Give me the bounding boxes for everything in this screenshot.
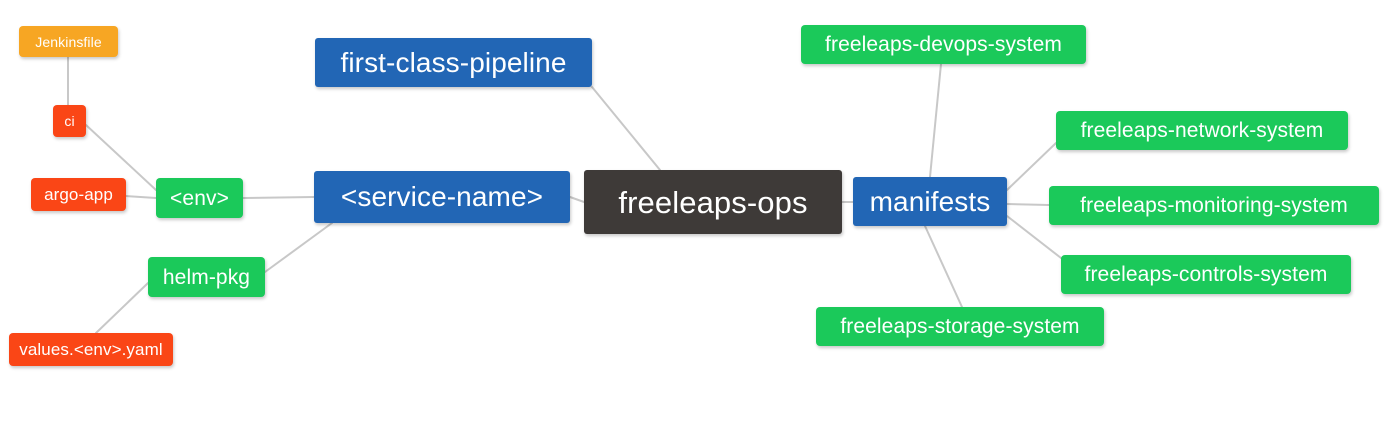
- node-label: freeleaps-storage-system: [840, 315, 1080, 338]
- node-manifests[interactable]: manifests: [853, 177, 1007, 226]
- node-label: values.<env>.yaml: [19, 340, 163, 359]
- node-ci[interactable]: ci: [53, 105, 86, 137]
- node-freeleaps-ops[interactable]: freeleaps-ops: [584, 170, 842, 234]
- node-label: freeleaps-controls-system: [1084, 263, 1328, 286]
- edge-service-name-env: [242, 196, 315, 199]
- node-label: first-class-pipeline: [340, 46, 567, 78]
- edge-helm-pkg-values: [95, 282, 149, 334]
- node-label: freeleaps-monitoring-system: [1080, 194, 1348, 217]
- node-freeleaps-controls-system[interactable]: freeleaps-controls-system: [1061, 255, 1351, 294]
- node-label: helm-pkg: [162, 265, 251, 289]
- node-label: <service-name>: [340, 181, 544, 212]
- node-argo-app[interactable]: argo-app: [31, 178, 126, 211]
- node-label: freeleaps-ops: [618, 184, 808, 220]
- edge-ops-first-class-pipeline: [591, 86, 661, 171]
- node-label: <env>: [170, 186, 229, 210]
- node-freeleaps-monitoring-system[interactable]: freeleaps-monitoring-system: [1049, 186, 1379, 225]
- edge-env-argo-app: [125, 195, 157, 199]
- edge-manifests-devops: [929, 63, 942, 178]
- node-freeleaps-storage-system[interactable]: freeleaps-storage-system: [816, 307, 1104, 346]
- node-first-class-pipeline[interactable]: first-class-pipeline: [315, 38, 592, 87]
- edge-manifests-monitoring: [1006, 203, 1050, 206]
- node-env[interactable]: <env>: [156, 178, 243, 218]
- node-helm-pkg[interactable]: helm-pkg: [148, 257, 265, 297]
- node-service-name[interactable]: <service-name>: [314, 171, 570, 223]
- node-freeleaps-network-system[interactable]: freeleaps-network-system: [1056, 111, 1348, 150]
- edge-manifests-network: [1006, 142, 1057, 191]
- node-label: freeleaps-devops-system: [825, 33, 1062, 56]
- edge-manifests-storage: [924, 225, 963, 308]
- node-label: argo-app: [44, 185, 113, 204]
- edge-ops-service-name: [569, 196, 585, 203]
- node-label: ci: [64, 113, 75, 129]
- edge-service-name-helm-pkg: [264, 222, 333, 273]
- node-label: manifests: [869, 185, 991, 217]
- node-jenkinsfile[interactable]: Jenkinsfile: [19, 26, 118, 57]
- node-label: Jenkinsfile: [35, 33, 102, 50]
- node-label: freeleaps-network-system: [1080, 119, 1324, 142]
- node-values-env-yaml[interactable]: values.<env>.yaml: [9, 333, 173, 366]
- node-freeleaps-devops-system[interactable]: freeleaps-devops-system: [801, 25, 1086, 64]
